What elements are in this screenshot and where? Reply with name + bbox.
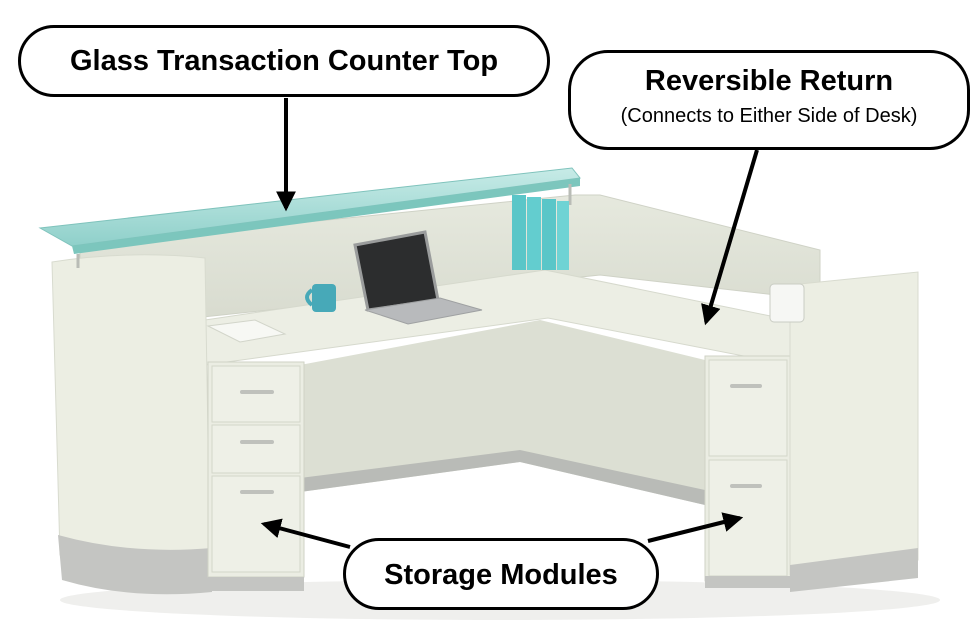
right-drawer-1 — [708, 359, 788, 457]
arrow-return — [701, 149, 759, 326]
right-drawer-handle-2 — [730, 484, 762, 488]
callout-reversible-return: Reversible Return (Connects to Either Si… — [568, 50, 970, 150]
callout-glass-counter-top: Glass Transaction Counter Top — [18, 25, 550, 97]
callout-glass-counter-top-title: Glass Transaction Counter Top — [69, 45, 499, 77]
callout-reversible-return-title: Reversible Return — [644, 65, 894, 97]
knee-space-wall — [300, 320, 705, 505]
left-drawer-handle-3 — [240, 490, 274, 494]
glass-counter-edge — [72, 178, 580, 254]
left-drawer-handle-2 — [240, 440, 274, 444]
right-drawer-2 — [708, 459, 788, 577]
right-end-panel — [789, 271, 919, 576]
mug-handle — [305, 288, 314, 307]
laptop-base — [364, 297, 483, 325]
binder-2 — [527, 197, 541, 270]
left-drawer-handle-1 — [240, 390, 274, 394]
knee-space-kickplate — [300, 450, 705, 505]
binder-3 — [542, 199, 556, 270]
right-pedestal-base — [705, 576, 791, 588]
callout-reversible-return-subtitle: (Connects to Either Side of Desk) — [620, 105, 918, 128]
arrow-storage-right — [647, 512, 744, 543]
left-base-trim — [58, 535, 212, 595]
binder-1 — [512, 195, 526, 270]
arrow-storage-left — [260, 518, 351, 549]
left-end-panel — [51, 254, 211, 567]
desk-phone — [769, 283, 805, 323]
mug — [312, 284, 336, 312]
binder-4 — [557, 201, 569, 270]
paper-pad — [206, 319, 287, 343]
laptop-screen — [353, 230, 440, 312]
right-base-trim — [790, 548, 918, 592]
callout-storage-modules: Storage Modules — [343, 538, 659, 610]
callout-storage-modules-title: Storage Modules — [384, 559, 618, 591]
right-drawer-handle-1 — [730, 384, 762, 388]
left-drawer-2 — [211, 424, 301, 474]
left-pedestal-base — [208, 577, 304, 591]
